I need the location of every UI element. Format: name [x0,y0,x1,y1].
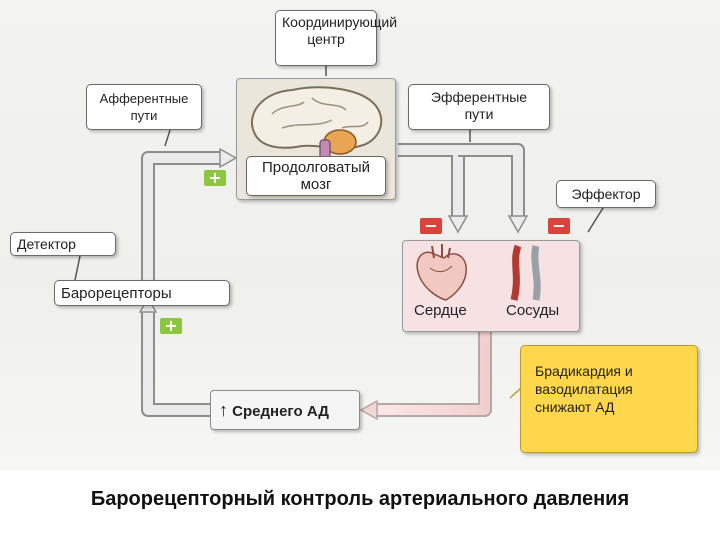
arrowhead-left-ad [359,399,378,421]
coordinating-center-callout: Координирующий центр [275,10,397,66]
afferent-callout: Афферентные пути [86,84,202,130]
detector-callout: Детектор [10,232,116,256]
arrowhead-down-vessels [507,215,529,234]
mean-bp-label: Среднего АД [232,403,329,420]
figure-caption: Барорецепторный контроль артериального д… [90,488,630,510]
arrowhead-down-heart [447,215,469,234]
minus-sign-heart: − [420,218,442,234]
brain-icon [251,86,383,163]
heart-label: Сердце [414,302,467,319]
mean-bp-box: ↑ Среднего АД [210,390,360,430]
outcome-note: Брадикардия и вазодилатация снижают АД [520,345,698,453]
plus-sign-baroreceptors: + [160,318,182,334]
efferent-callout: Эфферентные пути [408,84,550,130]
medulla-callout: Продолговатый мозг [246,156,386,196]
vessels-icon [510,244,541,301]
plus-sign-afferent: + [204,170,226,186]
effector-callout: Эффектор [556,180,656,208]
up-arrow-icon: ↑ [219,400,228,420]
vessels-label: Сосуды [506,302,560,319]
heart-icon [416,244,467,301]
baroreceptors-callout: Барорецепторы [54,280,230,306]
arrowhead-right-brain [219,147,238,169]
minus-sign-vessels: − [548,218,570,234]
